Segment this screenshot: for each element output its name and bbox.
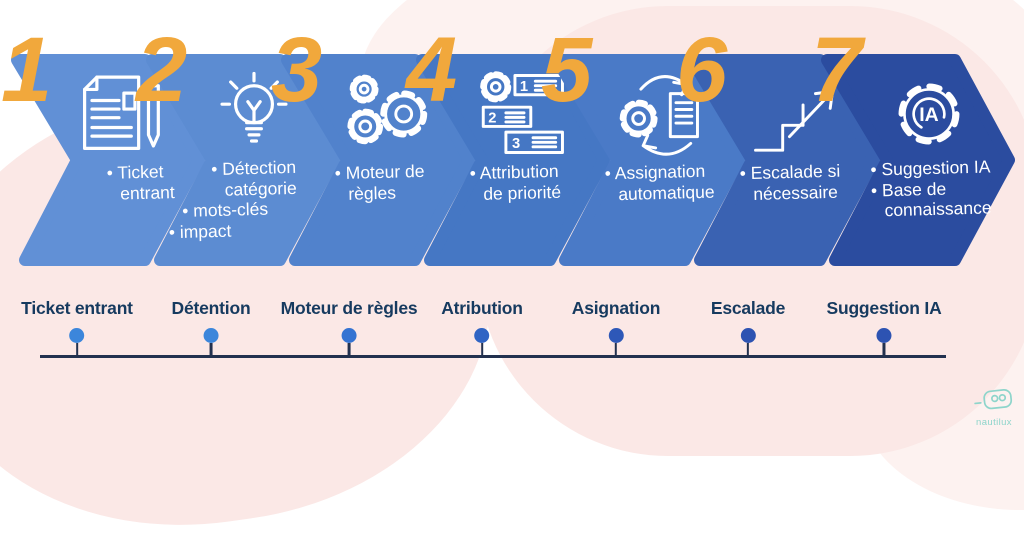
step-label-line: règles bbox=[348, 182, 397, 204]
svg-text:1: 1 bbox=[520, 79, 528, 95]
step-label-line: • Moteur de bbox=[334, 160, 425, 184]
step-number: 1 bbox=[1, 19, 53, 121]
timeline-stem bbox=[480, 343, 484, 356]
timeline-label: Atribution bbox=[441, 298, 523, 318]
nautilux-logo: nautilux bbox=[968, 388, 1020, 428]
step-label-line: • Suggestion IA bbox=[870, 156, 991, 180]
robot-icon bbox=[974, 389, 1013, 410]
escalate-arrow-icon bbox=[754, 89, 834, 152]
timeline-label: Escalade bbox=[710, 298, 786, 318]
gears-icon bbox=[347, 74, 428, 145]
timeline-dot-icon bbox=[608, 328, 624, 343]
timeline-dot-icon bbox=[341, 328, 357, 343]
step-number: 2 bbox=[136, 19, 188, 121]
svg-text:2: 2 bbox=[488, 110, 496, 126]
timeline-dot-icon bbox=[474, 328, 490, 343]
timeline-axis bbox=[40, 355, 946, 358]
step-label-line: • Attribution bbox=[469, 160, 559, 184]
step-icon: 1 2 3 bbox=[472, 68, 576, 160]
step-number: 5 bbox=[541, 19, 593, 121]
chevron-shape bbox=[686, 54, 880, 266]
timeline-dot-icon bbox=[203, 328, 219, 343]
chevron-shape bbox=[416, 54, 610, 266]
step-label-line: de priorité bbox=[483, 181, 562, 204]
chevron-shape bbox=[821, 54, 1015, 266]
priority-list-icon: 1 2 3 bbox=[480, 71, 564, 154]
step-label-line: • Détection bbox=[210, 156, 297, 180]
logo-text: nautilux bbox=[976, 417, 1012, 428]
timeline-label: Suggestion IA bbox=[826, 298, 942, 318]
ai-gear-icon: IA bbox=[898, 83, 960, 145]
timeline-dot-icon bbox=[69, 328, 85, 343]
timeline-item: Asignation bbox=[572, 298, 660, 356]
timeline-item: Ticket entrant bbox=[21, 298, 133, 356]
timeline-item: Atribution bbox=[441, 298, 523, 356]
timeline-label: Asignation bbox=[571, 298, 661, 318]
document-pencil-icon bbox=[83, 75, 160, 150]
step-icon bbox=[607, 68, 711, 160]
step-number: 6 bbox=[676, 19, 728, 121]
auto-assign-icon bbox=[619, 75, 699, 156]
lightbulb-icon bbox=[220, 71, 288, 143]
step-label-line: connaissance bbox=[884, 197, 992, 221]
step-icon bbox=[202, 68, 306, 160]
timeline-label: Ticket entrant bbox=[21, 298, 133, 318]
chevron-shape bbox=[146, 54, 340, 266]
step-icon: IA bbox=[877, 68, 981, 160]
step-number: 7 bbox=[811, 19, 863, 121]
timeline-stem bbox=[347, 343, 351, 356]
timeline-stem bbox=[209, 343, 213, 356]
chevron-shape bbox=[11, 54, 205, 266]
timeline-stem bbox=[75, 343, 79, 356]
timeline-item: Détention bbox=[172, 298, 251, 356]
step-icon bbox=[67, 68, 171, 160]
timeline-item: Moteur de règles bbox=[281, 298, 418, 356]
step-label-line: • impact bbox=[168, 220, 232, 243]
timeline-dot-icon bbox=[740, 328, 756, 343]
timeline-stem bbox=[882, 343, 886, 356]
timeline-label: Détention bbox=[171, 298, 251, 318]
timeline-dot-icon bbox=[876, 328, 892, 343]
chevron-shape bbox=[551, 54, 745, 266]
timeline-label: Moteur de règles bbox=[280, 298, 418, 318]
step-icon bbox=[742, 68, 846, 160]
svg-text:3: 3 bbox=[512, 136, 520, 152]
timeline-stem bbox=[614, 343, 618, 356]
timeline-item: Suggestion IA bbox=[826, 298, 942, 356]
step-icon bbox=[337, 68, 441, 160]
step-number: 3 bbox=[271, 19, 323, 121]
step-number: 4 bbox=[406, 19, 458, 121]
timeline-item: Escalade bbox=[711, 298, 785, 356]
timeline-stem bbox=[746, 343, 750, 356]
svg-text:IA: IA bbox=[919, 104, 938, 126]
